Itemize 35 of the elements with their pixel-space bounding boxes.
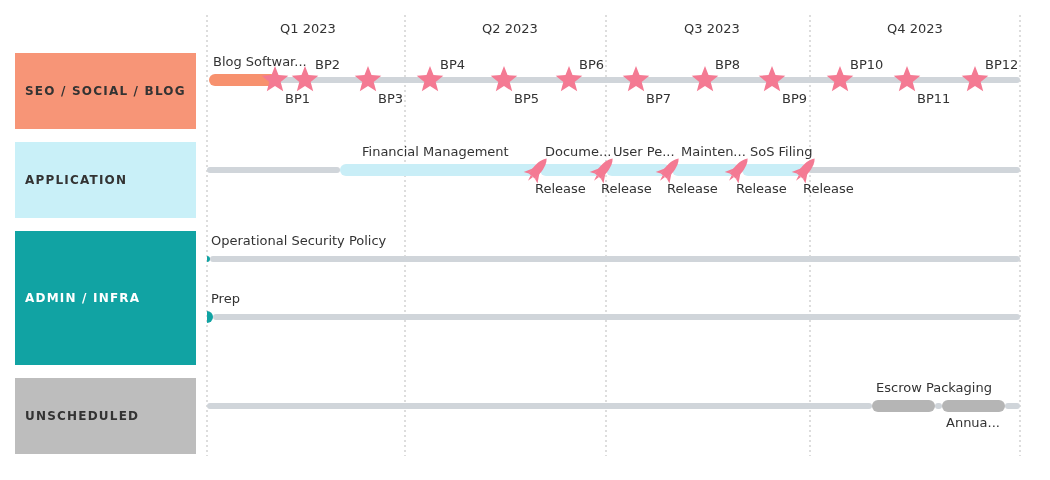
lane-header: SEO / SOCIAL / BLOG	[15, 53, 196, 129]
milestone-label: BP3	[378, 91, 404, 106]
task-label: Mainten...	[681, 144, 746, 159]
milestone-label: BP7	[646, 91, 672, 106]
quarter-label: Q1 2023	[280, 21, 336, 36]
quarter-label: Q4 2023	[887, 21, 943, 36]
milestone-label: BP2	[315, 57, 341, 72]
task-label: Annua...	[946, 415, 1000, 430]
milestone-label: Release	[736, 181, 787, 196]
lane-header: ADMIN / INFRA	[15, 231, 196, 365]
quarter-label: Q2 2023	[482, 21, 538, 36]
task-label: Escrow Packaging	[876, 380, 992, 395]
milestone-label: BP12	[985, 57, 1019, 72]
task-label: Financial Management	[362, 144, 509, 159]
milestone-label: Release	[535, 181, 586, 196]
milestone-label: Release	[803, 181, 854, 196]
quarter-label: Q3 2023	[684, 21, 740, 36]
task-label: Operational Security Policy	[211, 233, 387, 248]
milestone-label: BP11	[917, 91, 951, 106]
task-label: User Pe...	[613, 144, 675, 159]
task-label: SoS Filing	[750, 144, 813, 159]
milestone-label: BP5	[514, 91, 540, 106]
lane-header: UNSCHEDULED	[15, 378, 196, 454]
milestone-label: BP1	[285, 91, 311, 106]
milestone-label: BP4	[440, 57, 466, 72]
task-label: Docume...	[545, 144, 612, 159]
milestone-label: BP8	[715, 57, 741, 72]
task-label: Prep	[211, 291, 240, 306]
milestone-label: BP6	[579, 57, 605, 72]
task-label: Blog Softwar...	[213, 54, 307, 69]
milestone-label: Release	[667, 181, 718, 196]
milestone-label: BP10	[850, 57, 884, 72]
milestone-label: BP9	[782, 91, 808, 106]
lane-header: APPLICATION	[15, 142, 196, 218]
milestone-label: Release	[601, 181, 652, 196]
